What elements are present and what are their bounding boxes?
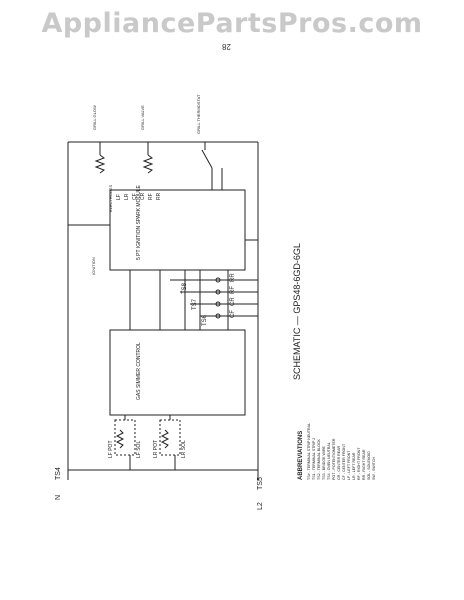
lr-pot-box (159, 419, 181, 456)
grill-valve-coil (142, 154, 154, 174)
abbreviation-item: TS2 - TERMINAL BLOCK (317, 438, 321, 480)
switch-contact-4 (215, 313, 221, 319)
grill-valve-label: GRILL VALVE (140, 105, 145, 130)
ignition-label: IGNITION (91, 257, 96, 275)
watermark-text: AppliancePartsPros.com (41, 8, 423, 39)
switch-contact-3 (215, 301, 221, 307)
electrode-rf: RF (148, 193, 154, 200)
switch-label-cr: CR (230, 297, 236, 306)
abbreviation-item: LR - LEFT REAR (352, 452, 356, 480)
gas-simmer-control-box (109, 329, 246, 416)
abbreviation-item: TS# - TERMINAL STRIP NEUTRAL (307, 423, 311, 480)
thermostat-switch (201, 149, 213, 169)
grill-glow-resistor (94, 154, 106, 174)
abbreviation-item: CR - CENTER REAR (337, 445, 341, 480)
switch-label-cf: CF (230, 310, 236, 318)
lf-pot-label: LF POT (108, 440, 114, 458)
node-l2: L2 (257, 502, 264, 510)
terminal-ts6: TS6 (202, 314, 208, 326)
switch-label-rf: RF (230, 286, 236, 294)
lr-pot-label: LR POT (153, 440, 159, 458)
grill-thermostat-label: GRILL THERMOSTAT (196, 94, 201, 134)
switch-contact-1 (215, 277, 221, 283)
electrode-cf: CF (132, 193, 138, 200)
abbreviation-item: RF - RIGHT FRONT (357, 447, 361, 480)
schematic-title: SCHEMATIC — GPS48-6GD-6GL (292, 243, 302, 380)
abbreviation-item: CF - CENTER FRONT (342, 443, 346, 480)
electrode-rr: RR (156, 192, 162, 200)
electrode-lr: LR (124, 193, 130, 200)
abbreviation-item: TS4 - OVEN NEUTRAL (327, 442, 331, 480)
electrodes-header: ELECTRODES (108, 185, 113, 212)
node-n: N (55, 495, 62, 500)
grill-glow-label: GRILL GLOW (92, 105, 97, 130)
abbreviation-item: SW - SWITCH (372, 456, 376, 480)
abbreviation-item: LF - LEFT FRONT (347, 450, 351, 480)
lf-pot-box (114, 419, 136, 456)
switch-contact-2 (215, 289, 221, 295)
spark-module-box (109, 189, 246, 271)
electrode-lf: LF (116, 194, 122, 200)
electrode-cr: CR (140, 192, 146, 200)
abbreviation-item: POT - POTENTIOMETER (332, 438, 336, 480)
lf-sol-label: LF SOL (136, 441, 142, 458)
switch-label-rr: RR (230, 273, 236, 282)
abbreviation-item: TS3 - BRIDGE WIRE (322, 445, 326, 480)
node-ts5: TS5 (257, 477, 264, 490)
node-ts4: TS4 (55, 467, 62, 480)
abbreviation-item: SOL - SOLENOID (367, 451, 371, 480)
abbreviations-title: ABBREVIATIONS (298, 431, 304, 480)
abbreviation-item: RR - RIGHT REAR (362, 449, 366, 480)
lr-sol-label: LR SOL (181, 440, 187, 458)
gas-simmer-control-title: GAS SIMMER CONTROL (136, 342, 142, 400)
terminal-ts7: TS7 (192, 298, 198, 310)
terminal-ts8: TS8 (182, 282, 188, 294)
abbreviation-item: TS1 - TERMINAL STRIP 2 (312, 438, 316, 480)
spark-module-title: 5 PT IGNITION SPARK MODULE (136, 185, 142, 260)
